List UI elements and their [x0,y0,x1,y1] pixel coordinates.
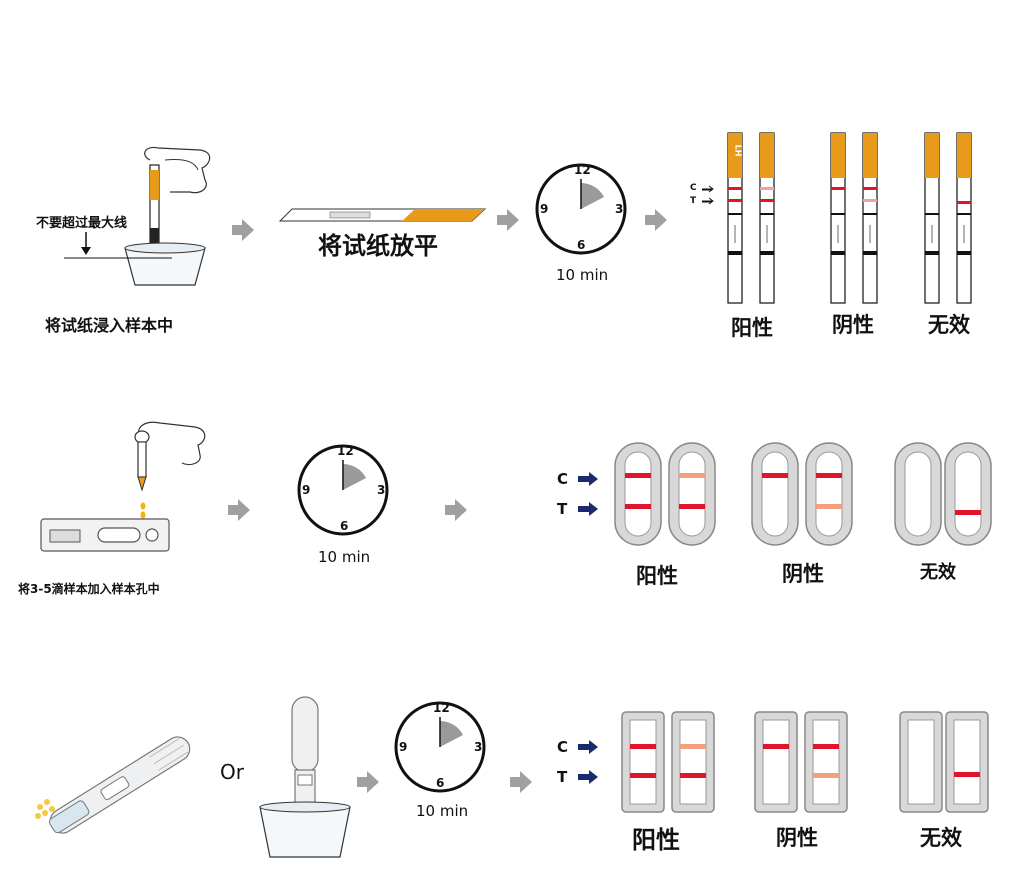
t-line-label: T [557,500,568,518]
dropper-illustration [134,421,206,492]
result-positive: 阳性 [632,826,680,854]
clock-number-3: 3 [615,202,624,216]
step-arrow-icon [357,771,379,793]
add-sample-caption: 将3-5滴样本加入样本孔中 [18,582,160,596]
ct-arrows-icon [702,185,714,205]
midstream-stick-illustration [35,736,191,834]
cassette-windows-results [614,442,992,546]
c-arrow-icon [578,740,598,754]
c-arrow-icon [578,472,598,486]
strip-c-label: C [690,183,697,193]
step-arrow-icon [510,771,532,793]
clock-number-3: 3 [474,740,483,754]
step-arrow-icon [228,499,250,521]
dip-step-caption: 将试纸浸入样本中 [45,316,174,335]
clock-number-9: 9 [302,483,311,497]
t-arrow-icon [578,502,598,516]
strip-lh-text: LH [733,144,743,157]
timer-label: 10 min [416,802,469,820]
step-arrow-icon [645,209,667,231]
stick-in-cup-illustration [259,696,351,858]
result-negative: 阴性 [776,826,818,850]
result-invalid: 无效 [920,562,956,583]
clock-number-9: 9 [540,202,549,216]
result-invalid: 无效 [920,826,962,850]
clock-number-6: 6 [577,238,586,252]
strip-t-label: T [690,196,697,206]
window-strips-results [621,711,989,813]
step-arrow-icon [445,499,467,521]
t-arrow-icon [578,770,598,784]
clock-number-9: 9 [399,740,408,754]
drop-icon [140,502,146,519]
flat-strip-illustration [278,208,487,222]
result-positive: 阳性 [636,564,678,588]
t-line-label: T [557,768,568,786]
test-strips-results [727,132,972,304]
result-invalid: 无效 [928,313,970,337]
result-positive: 阳性 [731,316,773,340]
result-negative: 阴性 [782,562,824,586]
or-text: Or [220,760,244,784]
dip-strip-illustration [124,146,211,286]
max-line-indicator [64,232,172,259]
clock-number-6: 6 [340,519,349,533]
c-line-label: C [557,470,569,488]
lay-flat-caption: 将试纸放平 [318,232,438,260]
clock-number-12: 12 [433,701,450,715]
test-cassette-illustration [40,518,170,552]
clock-number-6: 6 [436,776,445,790]
timer-label: 10 min [318,548,371,566]
step-arrow-icon [497,209,519,231]
c-line-label: C [557,738,569,756]
result-negative: 阴性 [832,313,874,337]
step-arrow-icon [232,219,254,241]
timer-label: 10 min [556,266,609,284]
clock-number-12: 12 [337,444,354,458]
clock-number-12: 12 [574,163,591,177]
max-line-warning: 不要超过最大线 [36,216,128,231]
clock-number-3: 3 [377,483,386,497]
